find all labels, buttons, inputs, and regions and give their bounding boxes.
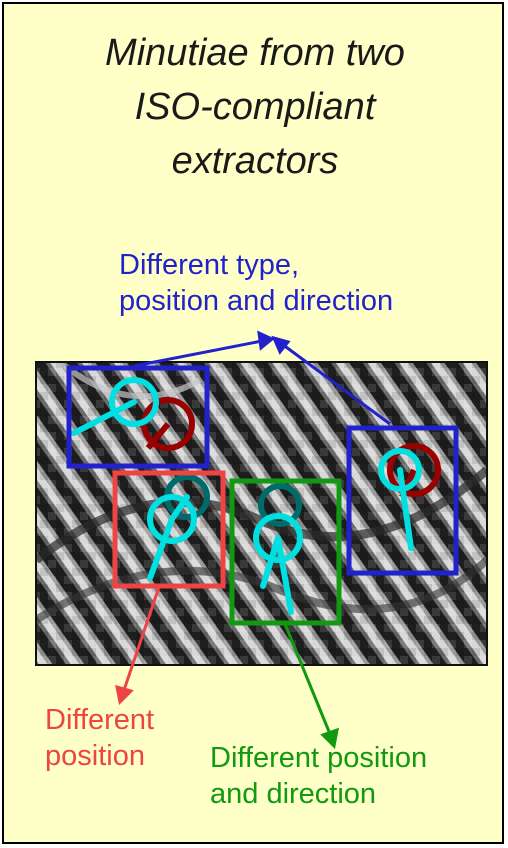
red-box <box>112 470 226 589</box>
extractor-a-minutiae <box>71 377 422 615</box>
blue-box-right <box>346 425 459 576</box>
green-box <box>229 478 342 626</box>
red-arrow <box>115 586 161 706</box>
annotation-green-line-2: and direction <box>210 778 377 810</box>
title-line-3: extractors <box>171 140 339 182</box>
annotation-red-line-1: Different <box>45 704 155 736</box>
green-arrow <box>283 623 339 750</box>
annotation-position-direction: Different position and direction <box>210 740 427 812</box>
title-line-1: Minutiae from two <box>105 32 405 74</box>
annotation-blue-line-1: Different type, <box>119 249 300 281</box>
annotation-green-line-1: Different position <box>210 742 428 774</box>
title-line-2: ISO-compliant <box>134 86 376 128</box>
annotation-red-line-2: position <box>45 740 145 772</box>
blue-arrows <box>133 330 391 426</box>
blue-box-left <box>66 365 210 469</box>
image-frame <box>35 361 488 666</box>
annotation-blue-line-2: position and direction <box>119 285 394 317</box>
slide-title: Minutiae from two ISO-compliant extracto… <box>4 26 506 188</box>
annotation-type-position-direction: Different type, position and direction <box>119 247 393 319</box>
annotation-position: Different position <box>45 702 154 774</box>
